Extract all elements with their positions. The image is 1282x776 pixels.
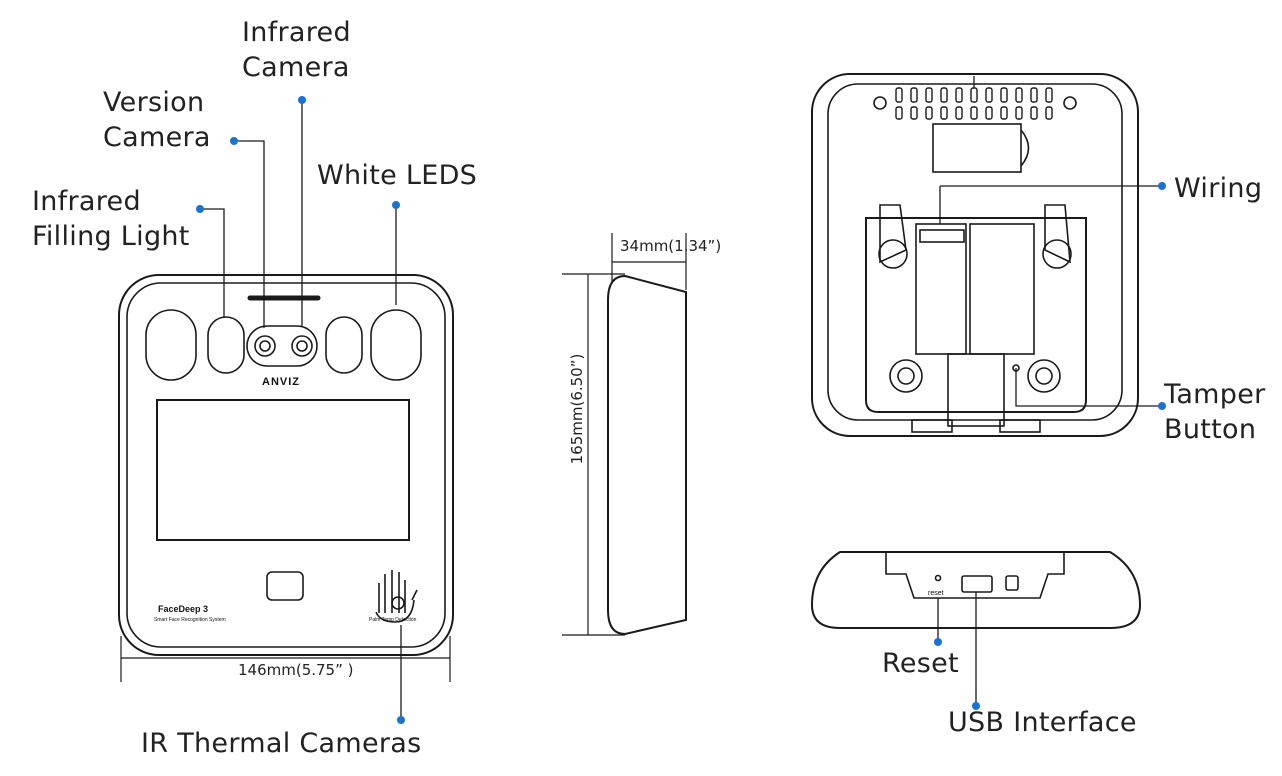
back-view xyxy=(811,73,1139,437)
nfc-symbol xyxy=(266,571,304,601)
width-dimension-label: 146mm(5.75” ) xyxy=(238,661,354,679)
palm-caption: Palm Temp Detection xyxy=(369,617,417,623)
reset-port-label: reset xyxy=(928,590,944,597)
model-name: FaceDeep 3 xyxy=(158,604,209,614)
ir-fill-light-left xyxy=(207,316,245,374)
reset-label: Reset xyxy=(882,648,959,679)
camera-module xyxy=(246,325,318,367)
height-dimension-label: 165mm(6.50”) xyxy=(568,353,586,465)
white-led-right xyxy=(370,309,422,381)
white-leds-label: White LEDS xyxy=(317,160,478,191)
width-dimension xyxy=(120,636,451,682)
front-view xyxy=(118,274,454,656)
wiring-label: Wiring xyxy=(1174,173,1263,204)
usb-interface-label: USB Interface xyxy=(948,707,1137,738)
callout-leaders xyxy=(200,76,1162,720)
model-subtitle: Smart Face Recognition System xyxy=(154,617,226,623)
ir-fill-light-right xyxy=(325,316,363,374)
screen xyxy=(156,399,410,541)
ir-thermal-cameras-label: IR Thermal Cameras xyxy=(141,728,422,759)
white-led-left xyxy=(145,309,197,381)
callout-dots xyxy=(196,96,1166,724)
depth-dimension-label: 34mm(1.34”) xyxy=(620,237,722,255)
vent-slots xyxy=(895,87,1053,120)
brand-logo: ANVIZ xyxy=(262,376,300,388)
side-view xyxy=(562,233,687,636)
palm-icon xyxy=(375,570,418,623)
bottom-view xyxy=(810,551,1142,629)
